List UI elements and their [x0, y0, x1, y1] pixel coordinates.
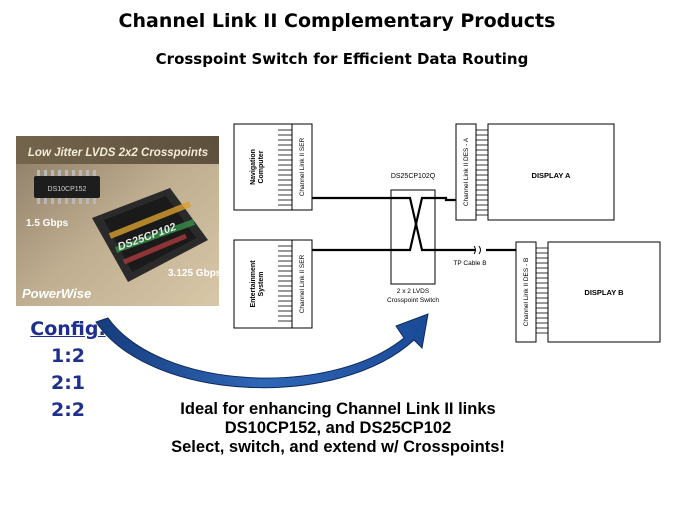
ser-b-label: Channel Link II SER	[299, 254, 306, 313]
small-chip-image: DS10CP152	[34, 170, 100, 204]
small-chip-label: DS10CP152	[48, 186, 87, 193]
des-a-block	[455, 123, 477, 221]
ser-a-block	[291, 123, 313, 211]
speed-small-label: 1.5 Gbps	[26, 218, 69, 229]
nav-computer-label-1: Navigation	[250, 149, 257, 185]
nav-computer-block	[233, 123, 293, 211]
caption: Ideal for enhancing Channel Link II link…	[128, 400, 548, 457]
page-title: Channel Link II Complementary Products	[118, 10, 556, 32]
caption-line-3: Select, switch, and extend w/ Crosspoint…	[171, 438, 505, 456]
config-header: Config.	[30, 318, 106, 340]
caption-line-1: Ideal for enhancing Channel Link II link…	[180, 400, 496, 418]
ser-a-label: Channel Link II SER	[299, 137, 306, 196]
config-option-2: 2:1	[50, 372, 86, 394]
speed-large-label: 3.125 Gbps	[168, 268, 222, 279]
config-option-3: 2:2	[50, 399, 86, 421]
display-b-label: DISPLAY B	[584, 288, 624, 297]
large-chip-image: DS25CP102	[92, 188, 208, 282]
curved-arrow-body	[95, 313, 429, 389]
display-a-label: DISPLAY A	[532, 171, 571, 180]
cable-label: TP Cable B	[453, 260, 486, 267]
des-b-block	[515, 241, 537, 343]
display-a-block	[487, 123, 615, 221]
switch-part-label: DS25CP102Q	[391, 173, 436, 180]
entertainment-label-2: System	[258, 272, 265, 297]
des-a-label: Channel Link II DES - A	[463, 137, 470, 206]
des-b-label: Channel Link II DES - B	[523, 258, 530, 327]
caption-line-2: DS10CP152, and DS25CP102	[224, 419, 452, 437]
block-diagram	[233, 123, 661, 343]
entertainment-label-1: Entertainment	[250, 260, 257, 308]
switch-label-1: 2 x 2 LVDS	[397, 288, 430, 295]
display-b-block	[547, 241, 661, 343]
nav-computer-label-2: Computer	[258, 150, 265, 183]
page-subtitle: Crosspoint Switch for Efficient Data Rou…	[155, 50, 529, 68]
signal-lines	[312, 196, 516, 252]
photo-banner-text: Low Jitter LVDS 2x2 Crosspoints	[28, 147, 208, 159]
product-photo: Low Jitter LVDS 2x2 Crosspoints DS10CP15…	[16, 136, 222, 306]
powerwise-logo: PowerWise	[22, 286, 91, 301]
ser-b-block	[291, 239, 313, 329]
switch-label-2: Crosspoint Switch	[387, 297, 439, 304]
config-option-1: 1:2	[50, 345, 86, 367]
config-list: Config. 1:2 2:1 2:2	[8, 316, 128, 424]
entertainment-block	[233, 239, 293, 329]
